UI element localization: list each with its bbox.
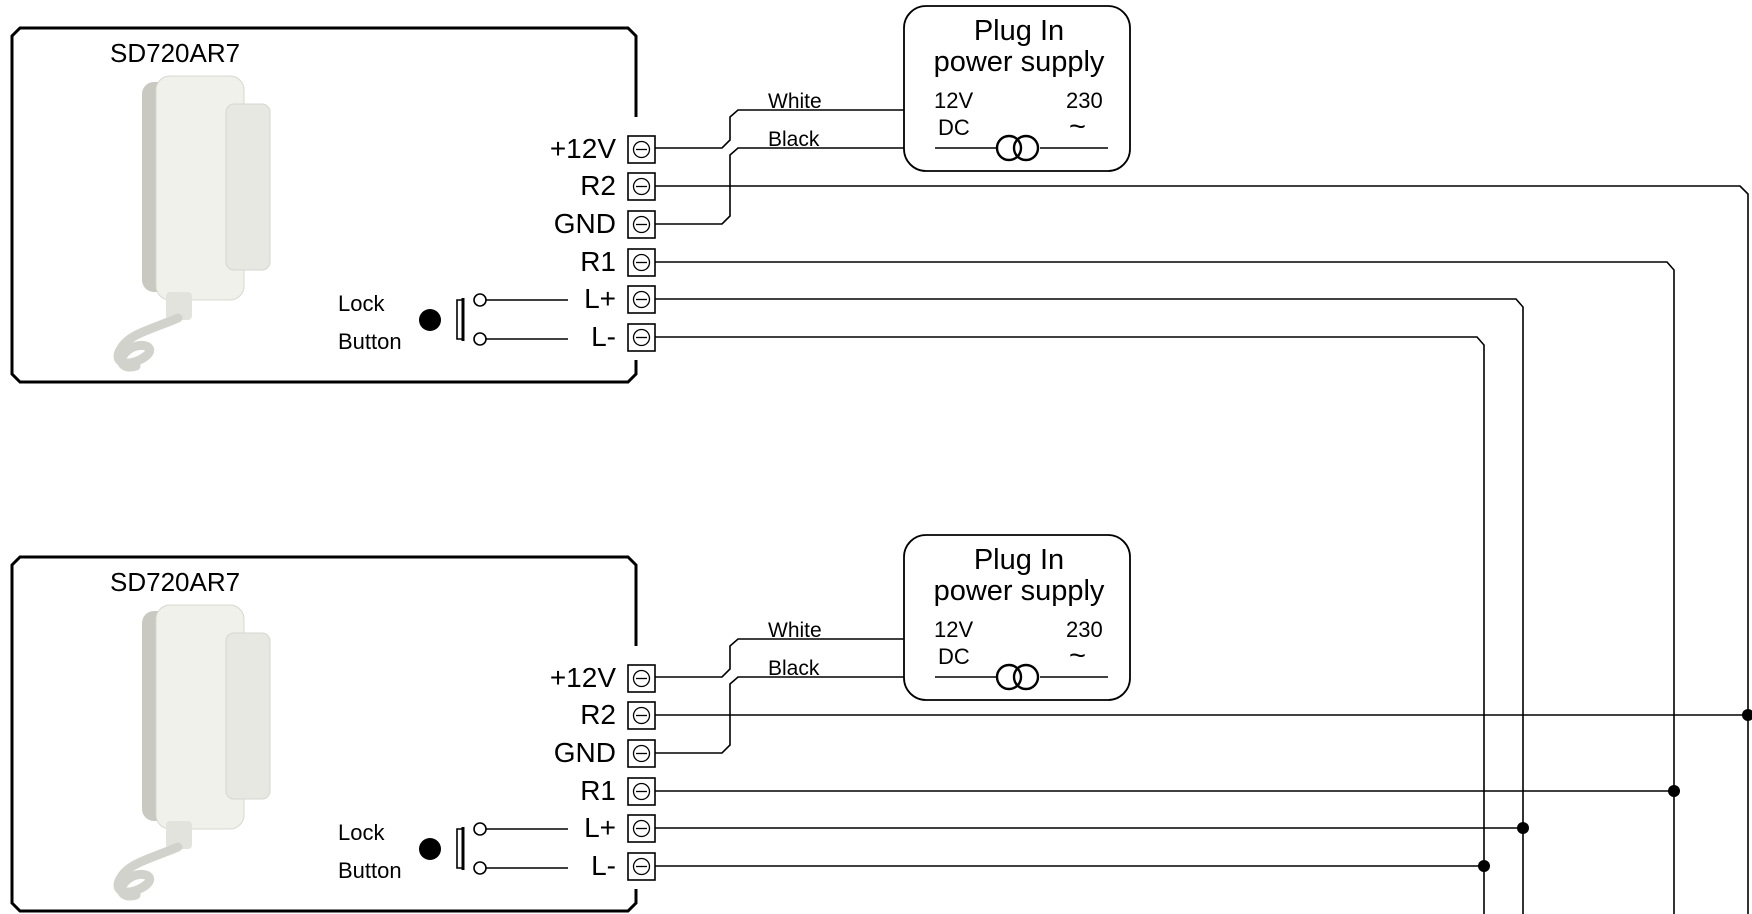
unit-2-terminal-label-r1: R1 xyxy=(580,775,616,806)
psu-dc-voltage: 12V xyxy=(934,88,973,113)
unit-1-handset-image xyxy=(113,75,271,372)
push-button-icon xyxy=(419,309,441,331)
psu-box xyxy=(903,534,1131,701)
unit-2-terminal-label-r2: R2 xyxy=(580,699,616,730)
ac-symbol-icon: ~ xyxy=(1069,111,1086,143)
junction-dot xyxy=(1668,785,1680,797)
psu-title-line1: Plug In xyxy=(974,544,1064,576)
lock-button-label-line1: Lock xyxy=(338,291,385,316)
psu-dc-label: DC xyxy=(938,644,970,669)
unit-1-enclosure xyxy=(10,26,638,384)
unit-1: SD720AR7 +12V R2 GND R1 L+ L- xyxy=(10,5,1131,384)
lock-button-label-line1: Lock xyxy=(338,820,385,845)
unit-2-lock-button: Lock Button xyxy=(338,820,568,883)
transformer-icon xyxy=(995,134,1040,162)
unit-1-terminal-label-lplus: L+ xyxy=(584,283,616,314)
bus-wire-r2 xyxy=(655,185,1749,914)
unit-2-terminal-label-12v: +12V xyxy=(550,662,616,693)
unit-1-model-label: SD720AR7 xyxy=(110,38,240,68)
wire-label-white: White xyxy=(768,619,822,642)
unit-1-terminal-label-gnd: GND xyxy=(554,208,616,239)
unit-2-terminal-block xyxy=(627,664,656,881)
unit-1-terminal-label-12v: +12V xyxy=(550,133,616,164)
unit-2-power-supply: Plug In power supply 12V DC 230 ~ xyxy=(903,534,1131,701)
bus-wire-r1 xyxy=(655,261,1675,914)
ac-symbol-icon: ~ xyxy=(1069,640,1086,672)
wire-white xyxy=(655,638,904,678)
wire-white xyxy=(655,109,904,149)
bus-wire-lplus xyxy=(655,298,1524,914)
bus-wiring xyxy=(655,185,1752,914)
psu-dc-voltage: 12V xyxy=(934,617,973,642)
unit-2-terminal-label-gnd: GND xyxy=(554,737,616,768)
psu-title-line2: power supply xyxy=(934,46,1105,78)
unit-2-terminal-label-lminus: L- xyxy=(591,850,616,881)
unit-1-terminal-block xyxy=(627,135,656,352)
transformer-icon xyxy=(995,663,1040,691)
unit-2-terminal-label-lplus: L+ xyxy=(584,812,616,843)
push-button-icon xyxy=(419,838,441,860)
unit-1-terminal-label-r2: R2 xyxy=(580,170,616,201)
psu-box xyxy=(903,5,1131,172)
unit-1-terminal-label-r1: R1 xyxy=(580,246,616,277)
unit-1-power-supply: Plug In power supply 12V DC 230 ~ xyxy=(903,5,1131,172)
lock-button-label-line2: Button xyxy=(338,858,402,883)
psu-ac-voltage: 230 xyxy=(1066,617,1103,642)
lock-button-label-line2: Button xyxy=(338,329,402,354)
unit-2-handset-image xyxy=(113,604,271,901)
screw-terminal xyxy=(627,664,656,693)
wire-label-white: White xyxy=(768,90,822,113)
junction-dot xyxy=(1478,860,1490,872)
unit-1-lock-button: Lock Button xyxy=(338,291,568,354)
unit-2-enclosure xyxy=(10,555,638,913)
psu-title-line2: power supply xyxy=(934,575,1105,607)
wire-label-black: Black xyxy=(768,657,820,680)
bus-wire-lminus xyxy=(655,336,1485,914)
junction-dot xyxy=(1742,709,1752,721)
junction-dot xyxy=(1517,822,1529,834)
psu-dc-label: DC xyxy=(938,115,970,140)
unit-2: SD720AR7 +12V R2 GND R1 L+ L- xyxy=(10,534,1131,913)
psu-ac-voltage: 230 xyxy=(1066,88,1103,113)
psu-title-line1: Plug In xyxy=(974,15,1064,47)
unit-2-model-label: SD720AR7 xyxy=(110,567,240,597)
wire-label-black: Black xyxy=(768,128,820,151)
unit-1-terminal-label-lminus: L- xyxy=(591,321,616,352)
